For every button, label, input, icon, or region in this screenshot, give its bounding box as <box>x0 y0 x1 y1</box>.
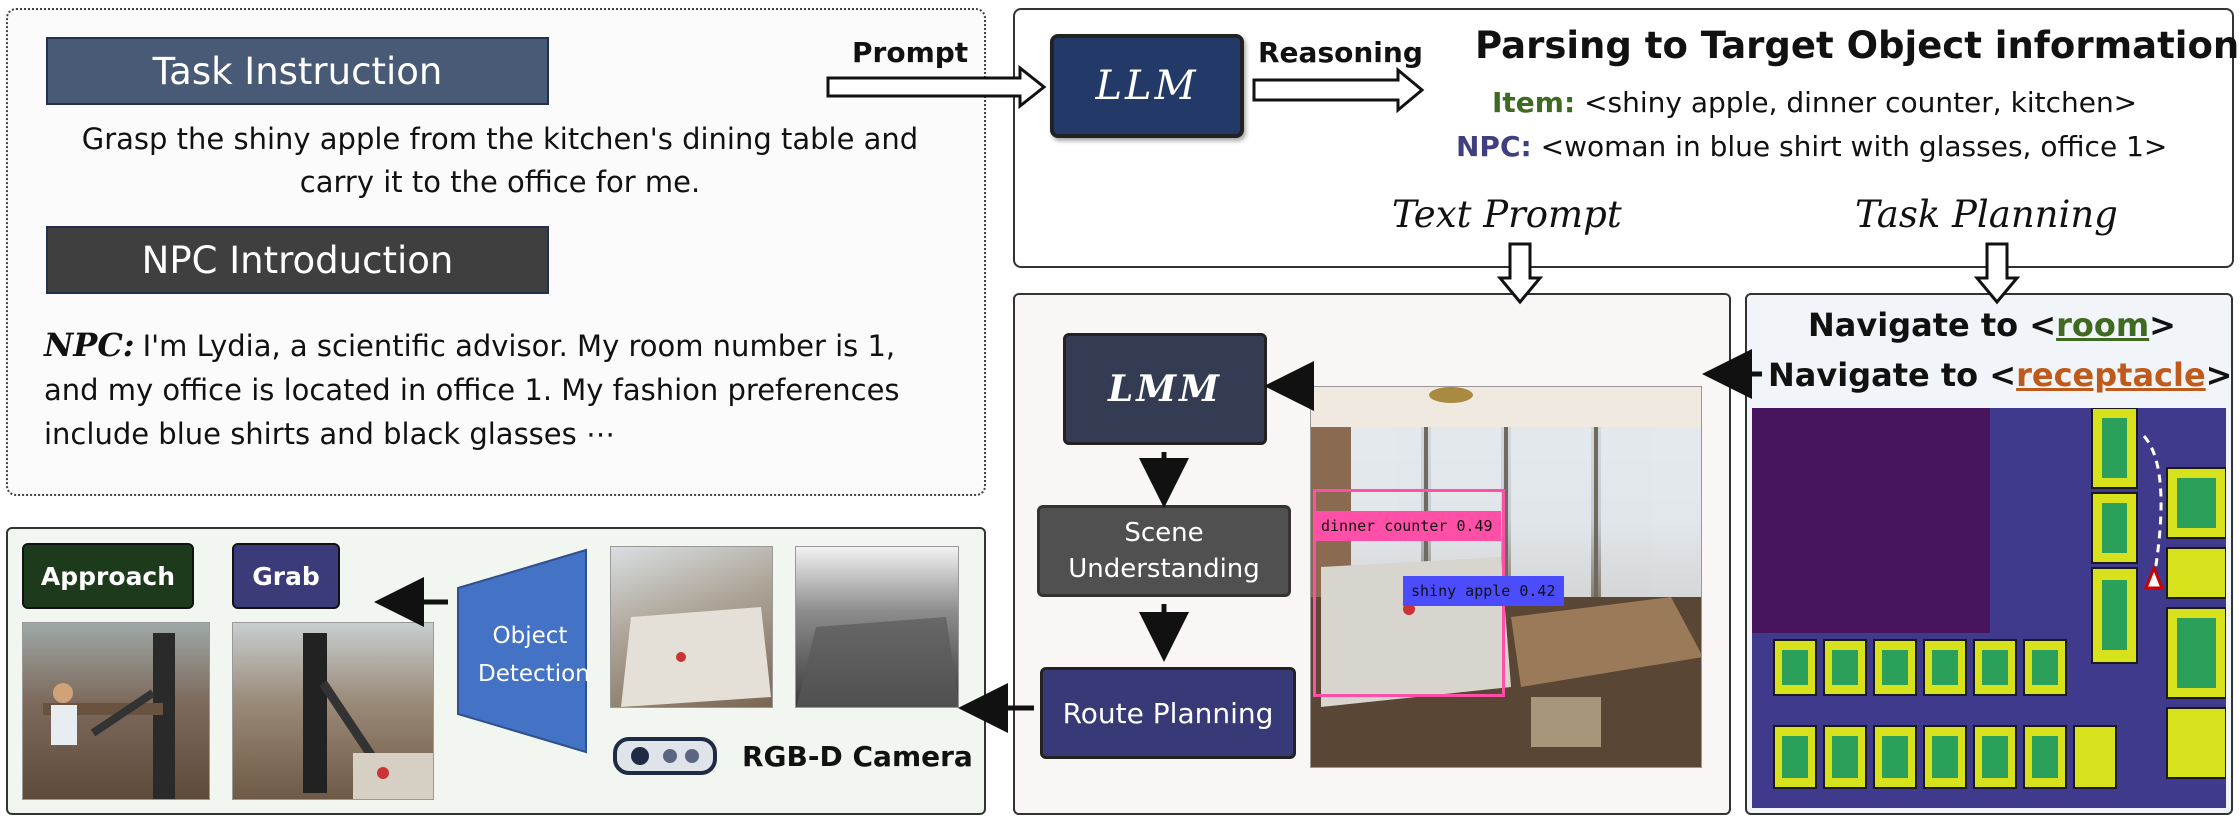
depth-image-svg <box>796 617 958 707</box>
receptacle-target: receptacle <box>2016 356 2206 394</box>
route-planning-label: Route Planning <box>1062 696 1274 730</box>
npc-label: NPC: <box>44 326 135 364</box>
depth-image <box>795 546 959 708</box>
npc-bio: I'm Lydia, a scientific advisor. My room… <box>44 329 900 451</box>
parsing-title: Parsing to Target Object information <box>1475 24 2240 67</box>
navigate-suffix-2: > <box>2205 356 2233 394</box>
reasoning-label: Reasoning <box>1258 36 1423 69</box>
lmm-label: LMM <box>1107 368 1222 410</box>
camera-label: RGB-D Camera <box>742 740 973 773</box>
navigate-prefix-2: Navigate to < <box>1768 356 2017 394</box>
detection-label-dinner-counter: dinner counter 0.49 <box>1313 511 1501 541</box>
task-planning-label: Task Planning <box>1855 193 2118 236</box>
npc-introduction-text: NPC:I'm Lydia, a scientific advisor. My … <box>44 323 944 456</box>
item-key: Item: <box>1492 86 1576 119</box>
detection-label-shiny-apple: shiny apple 0.42 <box>1403 576 1564 606</box>
npc-value: <woman in blue shirt with glasses, offic… <box>1540 130 2168 163</box>
rgb-image-svg <box>621 607 771 707</box>
npc-introduction-title: NPC Introduction <box>141 238 454 282</box>
grab-photo-svg <box>303 633 433 799</box>
navigate-prefix-1: Navigate to < <box>1808 306 2057 344</box>
npc-key: NPC: <box>1456 130 1532 163</box>
semantic-map-image <box>1752 408 2226 808</box>
approach-photo-svg <box>43 633 175 799</box>
approach-box: Approach <box>22 543 194 609</box>
task-instruction-text: Grasp the shiny apple from the kitchen's… <box>81 122 919 199</box>
object-detection-shape <box>457 548 587 754</box>
navigate-room-line: Navigate to <room> <box>1808 306 2176 344</box>
text-prompt-label: Text Prompt <box>1392 193 1622 236</box>
llm-box: LLM <box>1050 34 1244 138</box>
parsing-item-line: Item: <shiny apple, dinner counter, kitc… <box>1492 86 2137 119</box>
route-planning-box: Route Planning <box>1040 667 1296 759</box>
camera-icon <box>613 737 717 775</box>
llm-label: LLM <box>1095 63 1199 109</box>
scene-understanding-box: Scene Understanding <box>1037 505 1291 597</box>
item-value: <shiny apple, dinner counter, kitchen> <box>1584 86 2138 119</box>
scene-understanding-label: Scene Understanding <box>1068 518 1260 584</box>
grab-label: Grab <box>252 561 320 591</box>
parsing-npc-line: NPC: <woman in blue shirt with glasses, … <box>1456 130 2167 163</box>
navigate-receptacle-line: Navigate to <receptacle> <box>1768 356 2232 394</box>
grab-box: Grab <box>232 543 340 609</box>
task-instruction-title: Task Instruction <box>152 49 443 93</box>
kitchen-detection-image: dinner counter 0.49 shiny apple 0.42 <box>1310 386 1702 768</box>
prompt-label: Prompt <box>852 36 969 69</box>
room-target: room <box>2056 306 2150 344</box>
semantic-map-svg <box>1752 408 2226 808</box>
grab-photo <box>232 622 434 800</box>
kitchen-scene-svg <box>1311 387 1701 767</box>
object-detection-label: Object Detection <box>478 623 590 687</box>
approach-label: Approach <box>40 561 176 591</box>
npc-introduction-header: NPC Introduction <box>46 226 549 294</box>
rgb-image <box>610 546 773 708</box>
lmm-box: LMM <box>1063 333 1267 445</box>
approach-photo <box>22 622 210 800</box>
task-instruction-header: Task Instruction <box>46 37 549 105</box>
navigate-suffix-1: > <box>2149 306 2176 344</box>
